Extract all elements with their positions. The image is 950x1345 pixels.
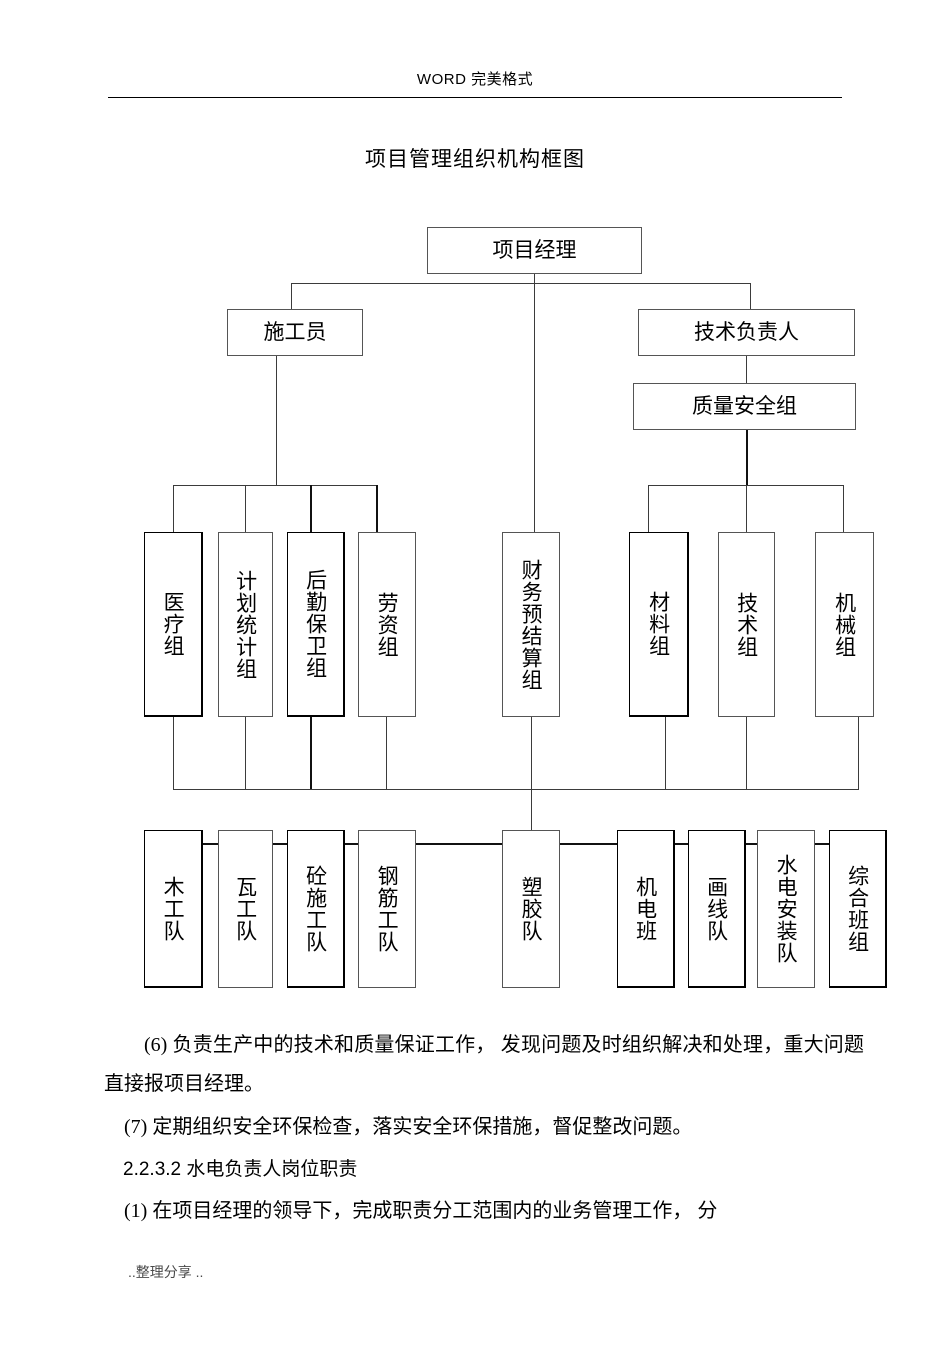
connector-tier2-left-drop: [291, 283, 292, 309]
connector-tier2-bus: [291, 283, 751, 284]
org-node-medical-group: 医疗组: [144, 532, 203, 717]
riser-labor: [386, 717, 387, 789]
connector-collector-bus: [173, 789, 859, 790]
org-node-label: 劳资组: [375, 591, 400, 658]
page-title: 项目管理组织机构框图: [365, 147, 585, 171]
connector-root-center-drop: [534, 274, 535, 532]
org-node-label: 水电安装队: [774, 854, 799, 964]
org-node-finance-budget-group: 财务预结算组: [502, 532, 560, 717]
paragraph-1: (1) 在项目经理的领导下，完成职责分工范围内的业务管理工作， 分: [124, 1200, 718, 1223]
org-node-label: 项目经理: [492, 237, 577, 262]
org-node-label: 机械组: [832, 591, 857, 658]
org-node-label: 施工员: [263, 319, 327, 344]
connector-tier3-r3: [843, 485, 844, 532]
org-node-label: 医疗组: [161, 591, 186, 657]
connector-site-engineer-drop: [276, 356, 277, 485]
org-node-label: 木工队: [161, 875, 186, 942]
org-node-machinery-group: 机械组: [815, 532, 874, 717]
org-node-label: 技术负责人: [694, 319, 799, 344]
connector-tier3-r2: [746, 485, 747, 532]
header-divider: [108, 97, 842, 98]
org-node-label: 瓦工队: [233, 876, 258, 942]
riser-technical: [746, 717, 747, 789]
org-node-masonry-team: 瓦工队: [218, 830, 273, 988]
connector-tier3-l1: [173, 485, 174, 532]
header-text: WORD 完美格式: [416, 71, 534, 88]
org-node-labor-wage-group: 劳资组: [358, 532, 416, 717]
org-node-quality-safety-group: 质量安全组: [633, 383, 856, 430]
org-node-label: 钢筋工队: [375, 865, 400, 953]
riser-planning: [245, 717, 246, 789]
connector-tier3-l3: [310, 485, 312, 532]
org-node-project-manager: 项目经理: [427, 227, 642, 274]
page-footer: ..整理分享 ..: [128, 1264, 204, 1280]
connector-tier3-l4: [376, 485, 378, 532]
paragraph-6: (6) 负责生产中的技术和质量保证工作， 发现问题及时组织解决和处理，重大问题直…: [104, 1034, 864, 1095]
org-node-plastics-team: 塑胶队: [502, 830, 560, 988]
org-node-concrete-team: 砼施工队: [287, 830, 345, 988]
riser-finance: [531, 717, 532, 789]
org-node-electromechanical-team: 机电班: [617, 830, 675, 988]
org-node-general-team: 综合班组: [829, 830, 887, 988]
connector-tier2-right-drop: [750, 283, 751, 309]
body-text: (6) 负责生产中的技术和质量保证工作， 发现问题及时组织解决和处理，重大问题直…: [104, 1026, 864, 1235]
org-node-label: 质量安全组: [692, 393, 797, 418]
org-chart: 项目经理 施工员 技术负责人 质量安全组: [144, 227, 887, 988]
org-node-label: 塑胶队: [519, 876, 544, 942]
org-node-carpentry-team: 木工队: [144, 830, 203, 988]
org-node-plumbing-electrical-team: 水电安装队: [757, 830, 815, 988]
connector-tech-to-qa: [746, 356, 747, 383]
org-node-label: 计划统计组: [233, 569, 258, 680]
org-node-label: 机电班: [633, 875, 658, 942]
org-node-label: 技术组: [734, 591, 759, 658]
org-node-technical-group: 技术组: [718, 532, 775, 717]
connector-tier3-l2: [245, 485, 246, 532]
org-node-site-engineer: 施工员: [227, 309, 363, 356]
paragraph-7: (7) 定期组织安全环保检查，落实安全环保措施，督促整改问题。: [124, 1116, 693, 1138]
section-heading: 2.2.3.2 水电负责人岗位职责: [123, 1159, 358, 1180]
riser-material: [665, 717, 666, 789]
org-node-technical-director: 技术负责人: [638, 309, 855, 356]
org-node-label: 综合班组: [845, 864, 870, 953]
org-node-logistics-security-group: 后勤保卫组: [287, 532, 345, 717]
riser-machinery: [858, 717, 859, 789]
riser-logistics: [310, 717, 312, 789]
connector-qa-drop: [746, 430, 748, 485]
org-node-material-group: 材料组: [629, 532, 689, 717]
org-node-label: 砼施工队: [303, 864, 328, 953]
org-node-label: 画线队: [704, 875, 729, 942]
page-header: WORD 完美格式: [108, 68, 842, 89]
org-node-label: 材料组: [646, 591, 671, 657]
connector-collector-drop: [531, 789, 532, 843]
org-node-rebar-team: 钢筋工队: [358, 830, 416, 988]
connector-tier3-r1: [648, 485, 649, 532]
org-node-label: 后勤保卫组: [303, 569, 328, 679]
org-node-planning-statistics-group: 计划统计组: [218, 532, 273, 717]
org-node-label: 财务预结算组: [519, 558, 544, 691]
riser-medical: [173, 717, 174, 789]
org-node-line-marking-team: 画线队: [688, 830, 746, 988]
connector-tier3-left-bus: [173, 485, 377, 486]
